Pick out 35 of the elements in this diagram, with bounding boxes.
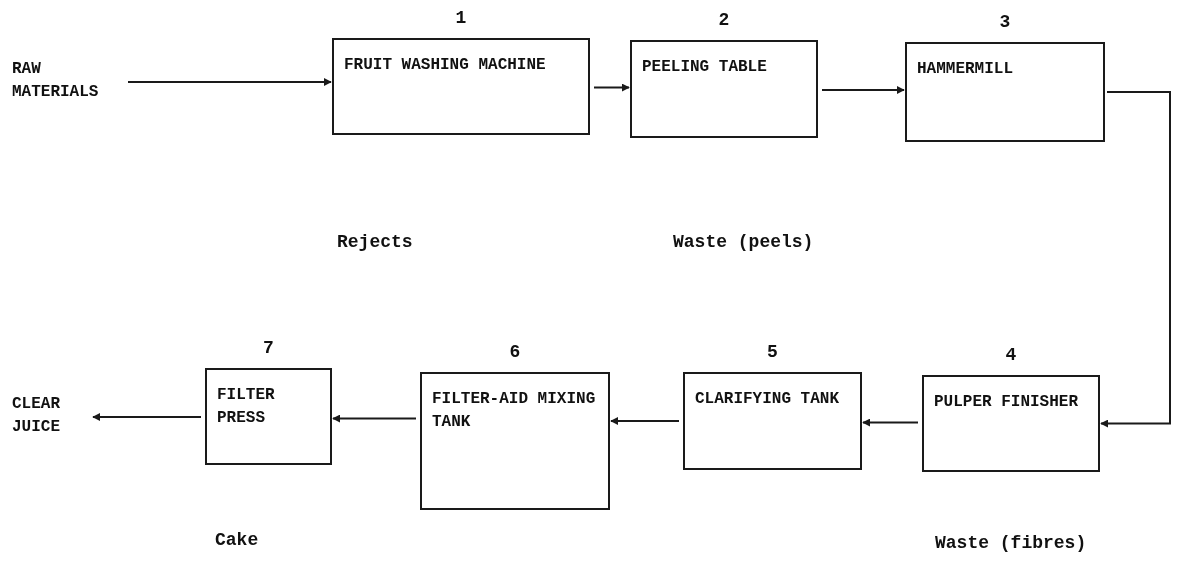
process-box [922,375,1100,472]
arrow [593,83,630,92]
arrow [1100,91,1171,428]
output-note: Cake [215,530,259,550]
process-box [630,40,818,138]
process-box [683,372,862,470]
process-box [205,368,332,465]
arrow [821,86,905,94]
process-box [420,372,610,510]
arrow [862,418,919,427]
step-number: 6 [508,342,522,362]
process-box [905,42,1105,142]
arrow [92,413,202,421]
process-label: FRUIT WASHING MACHINE [344,55,547,76]
process-label: RAW MATERIALS [12,59,100,104]
process-label: CLEAR JUICE [12,394,61,439]
process-label: CLARIFYING TANK [695,389,841,410]
step-number: 2 [717,10,731,30]
process-label: FILTER PRESS [217,385,276,430]
step-number: 5 [766,342,779,362]
process-label: PEELING TABLE [642,57,768,78]
output-note: Waste (peels) [673,232,814,252]
arrow [610,417,680,425]
process-label: HAMMERMILL [917,59,1014,80]
output-note: Rejects [337,232,413,252]
step-number: 4 [1004,345,1018,365]
process-label: PULPER FINISHER [934,392,1080,413]
output-note: Waste (fibres) [935,533,1087,553]
process-label: FILTER-AID MIXING TANK [432,389,597,434]
step-number: 1 [454,8,468,28]
arrow [127,78,332,86]
process-box [332,38,590,135]
arrow [332,414,417,423]
step-number: 3 [998,12,1012,32]
step-number: 7 [262,338,275,358]
